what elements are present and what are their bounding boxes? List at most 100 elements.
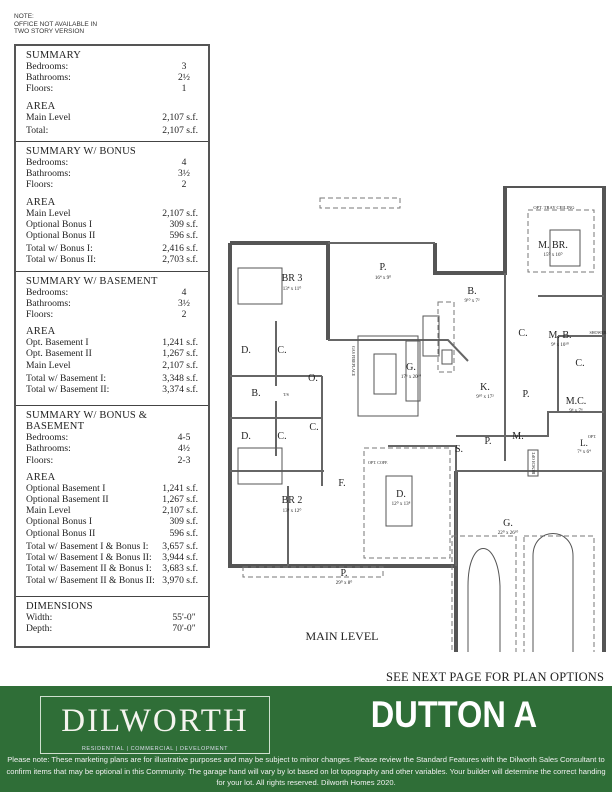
dining-table bbox=[385, 475, 413, 527]
row-value: 1 bbox=[181, 83, 187, 95]
summary-row: Bedrooms:4 bbox=[26, 287, 198, 298]
office-note: NOTE: OFFICE NOT AVAILABLE IN TWO STORY … bbox=[14, 13, 97, 36]
row-label: Bedrooms: bbox=[26, 432, 69, 444]
room-rear-patio-size: 16⁴ x 9⁰ bbox=[375, 275, 391, 281]
room-office: O. bbox=[308, 373, 318, 384]
room-desk-2: D. bbox=[241, 431, 251, 442]
shower-label: SHOWER bbox=[590, 330, 607, 335]
room-great-size: 17⁶ x 20¹⁰ bbox=[401, 374, 421, 380]
row-label: Total w/ Basement I: bbox=[26, 372, 107, 384]
row-value: 2,107 s.f. bbox=[162, 111, 198, 123]
summary-row: Total w/ Basement II:3,374 s.f. bbox=[26, 384, 198, 395]
row-label: Bedrooms: bbox=[26, 61, 69, 72]
room-master-bath-size: 9⁸ x 10¹⁰ bbox=[551, 342, 569, 348]
summary-row: Width:55'-0" bbox=[26, 612, 198, 623]
summary-row: Total w/ Basement I & Bonus II:3,944 s.f… bbox=[26, 552, 198, 563]
level-label: MAIN LEVEL bbox=[306, 629, 379, 643]
row-label: Total w/ Basement II & Bonus II: bbox=[26, 574, 155, 586]
interior-walls bbox=[230, 242, 604, 566]
room-master-bedroom-size: 15⁰ x 16⁰ bbox=[543, 252, 562, 258]
summary-row: Total w/ Basement I: 3,348 s.f. bbox=[26, 373, 198, 384]
row-value: 2½ bbox=[178, 72, 190, 84]
row-label: Optional Basement I bbox=[26, 482, 106, 494]
room-labels: BR 3 13⁴ x 11⁰ P. 16⁴ x 9⁰ B. 9¹⁰ x 7² O… bbox=[241, 205, 607, 643]
row-value: 3,970 s.f. bbox=[162, 574, 198, 586]
room-closet-1: C. bbox=[277, 345, 286, 356]
row-label: Optional Basement II bbox=[26, 494, 109, 506]
summary-row: Bathrooms:3½ bbox=[26, 168, 198, 179]
row-label: Main Level bbox=[26, 207, 71, 219]
summary-row: Floors:2-3 bbox=[26, 455, 198, 466]
row-value: 55'-0" bbox=[172, 611, 196, 623]
row-value: 4 bbox=[181, 157, 187, 169]
row-label: Bathrooms: bbox=[26, 297, 71, 309]
row-value: 3½ bbox=[178, 297, 190, 309]
row-label: Bathrooms: bbox=[26, 72, 71, 84]
row-value: 2,107 s.f. bbox=[162, 207, 198, 219]
room-powder: P. bbox=[485, 436, 492, 447]
bed-br3 bbox=[237, 267, 283, 305]
room-garage: G. bbox=[503, 518, 513, 529]
footer-banner: DILWORTH RESIDENTIAL | COMMERCIAL | DEVE… bbox=[0, 686, 612, 792]
bench-opt-label: BENCH OPT. bbox=[531, 452, 536, 475]
row-value: 3,348 s.f. bbox=[162, 372, 198, 384]
row-label: Opt. Basement I bbox=[26, 337, 89, 349]
summary-row: Floors: 1 bbox=[26, 83, 198, 94]
brand-tagline: RESIDENTIAL | COMMERCIAL | DEVELOPMENT bbox=[63, 746, 247, 752]
summary-row: Total:2,107 s.f. bbox=[26, 125, 198, 136]
row-label: Floors: bbox=[26, 309, 54, 321]
summary-row: Total w/ Bonus II:2,703 s.f. bbox=[26, 254, 198, 265]
laundry-opt: OPT. bbox=[588, 434, 596, 439]
plan-name: DUTTON A bbox=[370, 694, 538, 735]
summary-row: Bedrooms:4 bbox=[26, 157, 198, 168]
car-right bbox=[532, 533, 574, 652]
room-master-bath: M. B. bbox=[548, 330, 571, 341]
coffee-table bbox=[373, 353, 397, 395]
room-br3: BR 3 bbox=[282, 273, 303, 284]
room-kitchen: K. bbox=[480, 382, 490, 393]
summary-row: Bathrooms:4½ bbox=[26, 443, 198, 454]
summary-row: Total w/ Bonus I:2,416 s.f. bbox=[26, 243, 198, 254]
summary-row: Floors:2 bbox=[26, 309, 198, 320]
island bbox=[422, 315, 440, 357]
summary-row: Optional Bonus II 596 s.f. bbox=[26, 528, 198, 539]
room-porch-size: 29⁰ x 8⁰ bbox=[336, 580, 353, 586]
room-master-bedroom: M. BR. bbox=[538, 240, 568, 251]
brand-name: DILWORTH bbox=[61, 703, 249, 739]
bed-master bbox=[549, 229, 581, 267]
row-value: 3 bbox=[181, 61, 187, 72]
row-label: Floors: bbox=[26, 83, 54, 95]
room-master-closet-size: 9⁶ x 7⁶ bbox=[569, 408, 583, 414]
row-label: Main Level bbox=[26, 359, 71, 371]
note-line: TWO STORY VERSION bbox=[14, 28, 85, 35]
row-value: 596 s.f. bbox=[169, 527, 198, 539]
row-label: Optional Bonus II bbox=[26, 527, 96, 539]
row-value: 596 s.f. bbox=[169, 230, 198, 242]
summary-row: Main Level 2,107 s.f. bbox=[26, 208, 198, 219]
row-value: 1,267 s.f. bbox=[162, 494, 198, 506]
summary-row: Optional Basement II 1,267 s.f. bbox=[26, 494, 198, 505]
room-breakfast: B. bbox=[467, 286, 476, 297]
note-line: OFFICE NOT AVAILABLE IN bbox=[14, 20, 98, 28]
row-value: 2 bbox=[181, 179, 187, 191]
row-label: Total w/ Bonus I: bbox=[26, 243, 93, 255]
row-value: 2-3 bbox=[177, 454, 191, 466]
row-label: Opt. Basement II bbox=[26, 348, 92, 360]
summary-row: Bathrooms: 3½ bbox=[26, 298, 198, 309]
rug-great bbox=[357, 335, 419, 417]
room-closet-3: C. bbox=[309, 422, 318, 433]
room-closet-5: C. bbox=[575, 358, 584, 369]
note-line: NOTE: bbox=[14, 13, 34, 20]
row-label: Bathrooms: bbox=[26, 168, 71, 180]
row-label: Total w/ Basement I & Bonus II: bbox=[26, 552, 152, 564]
room-great: G. bbox=[406, 362, 416, 373]
room-laundry: L. bbox=[580, 438, 588, 448]
car-left bbox=[467, 548, 501, 652]
